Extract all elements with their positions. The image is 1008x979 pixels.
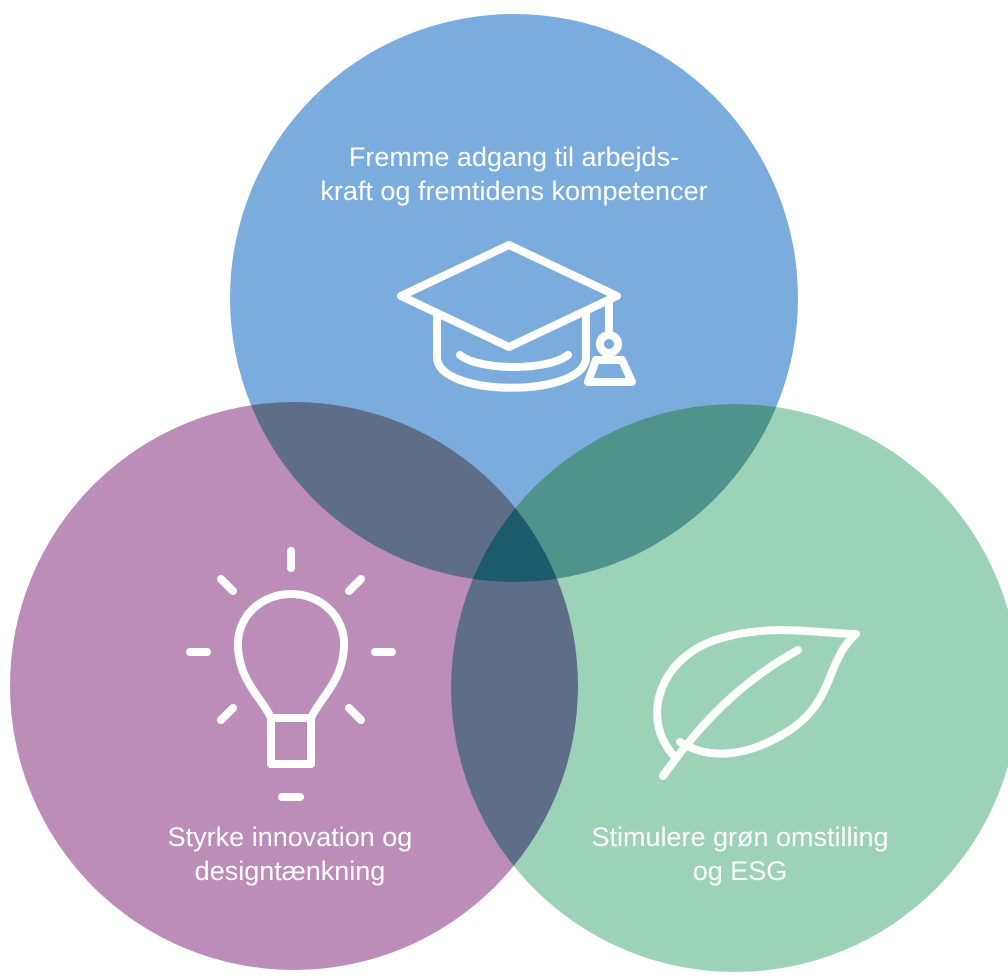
lightbulb-icon	[186, 547, 396, 801]
label-top-circle: Fremme adgang til arbejds- kraft og frem…	[234, 140, 794, 208]
label-right-line-2: og ESG	[692, 856, 788, 886]
label-left-line-1: Styrke innovation og	[167, 822, 413, 852]
leaf-icon	[653, 626, 860, 780]
label-top-line-1: Fremme adgang til arbejds-	[348, 142, 680, 172]
label-right-circle: Stimulere grøn omstilling og ESG	[530, 820, 950, 888]
label-left-circle: Styrke innovation og designtænkning	[110, 820, 470, 888]
label-right-line-1: Stimulere grøn omstilling	[591, 822, 889, 852]
overlap-top-right	[451, 404, 798, 582]
label-top-line-2: kraft og fremtidens kompetencer	[320, 176, 708, 206]
graduation-cap-icon	[397, 241, 636, 392]
overlap-top-left	[230, 402, 578, 582]
label-left-line-2: designtænkning	[194, 856, 386, 886]
